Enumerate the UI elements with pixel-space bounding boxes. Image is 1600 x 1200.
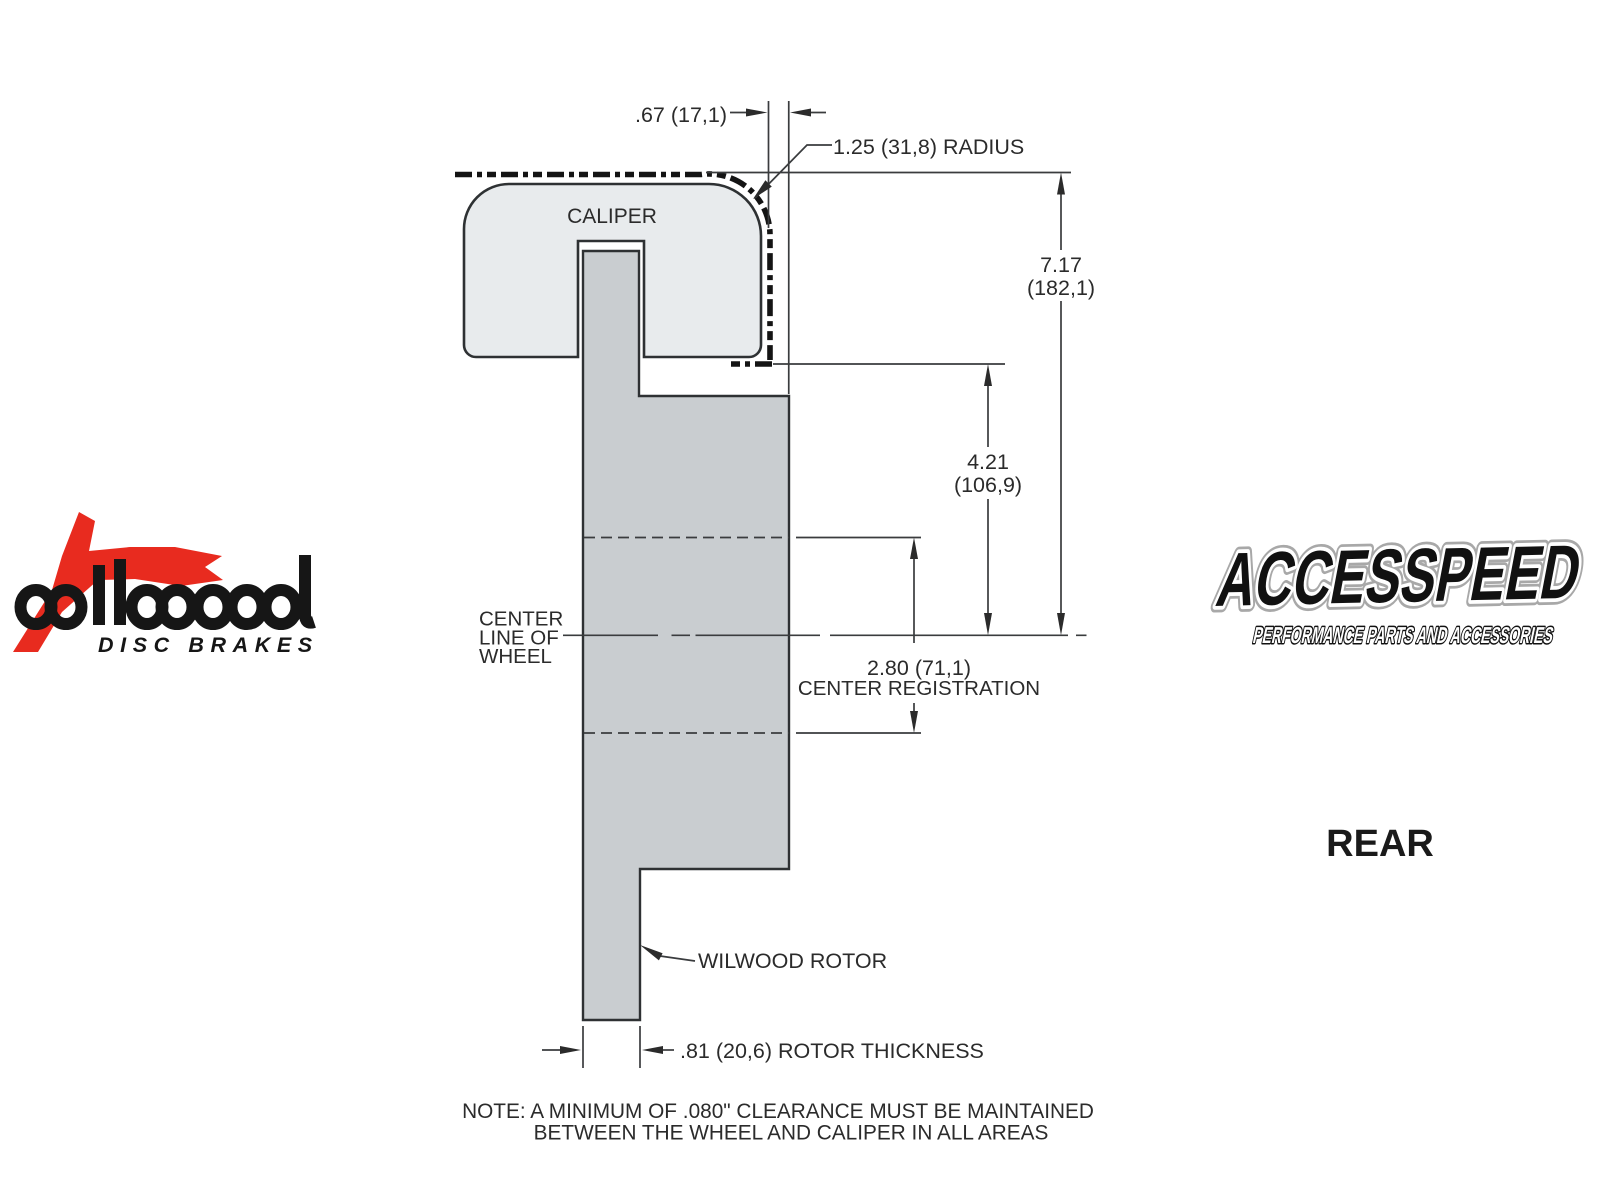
svg-text:LINE OF: LINE OF (479, 626, 559, 649)
svg-text:1.25 (31,8) RADIUS: 1.25 (31,8) RADIUS (833, 135, 1024, 159)
svg-text:REAR: REAR (1326, 823, 1434, 865)
svg-text:ACCESSPEED: ACCESSPEED (1211, 530, 1588, 623)
svg-text:2.80 (71,1): 2.80 (71,1) (867, 656, 971, 680)
svg-text:NOTE: A MINIMUM OF .080" CLEAR: NOTE: A MINIMUM OF .080" CLEARANCE MUST … (462, 1100, 1094, 1123)
svg-text:WILWOOD ROTOR: WILWOOD ROTOR (698, 949, 887, 973)
svg-text:4.21: 4.21 (967, 450, 1009, 474)
svg-text:(106,9): (106,9) (954, 473, 1022, 497)
svg-text:BETWEEN THE WHEEL AND CALIPER: BETWEEN THE WHEEL AND CALIPER IN ALL ARE… (534, 1122, 1049, 1145)
svg-text:CENTER: CENTER (479, 608, 563, 631)
svg-text:DISC BRAKES: DISC BRAKES (98, 633, 319, 657)
svg-text:CENTER REGISTRATION: CENTER REGISTRATION (798, 677, 1040, 700)
svg-text:.67 (17,1): .67 (17,1) (635, 103, 727, 127)
svg-text:CALIPER: CALIPER (567, 205, 657, 228)
svg-text:PERFORMANCE PARTS AND ACCESSOR: PERFORMANCE PARTS AND ACCESSORIES (1251, 623, 1556, 649)
svg-text:ACCESSPEED: ACCESSPEED (1211, 530, 1588, 623)
svg-text:WHEEL: WHEEL (479, 645, 552, 668)
svg-text:7.17: 7.17 (1040, 253, 1082, 277)
svg-text:(182,1): (182,1) (1027, 276, 1095, 300)
svg-text:.81 (20,6) ROTOR THICKNESS: .81 (20,6) ROTOR THICKNESS (680, 1039, 984, 1063)
